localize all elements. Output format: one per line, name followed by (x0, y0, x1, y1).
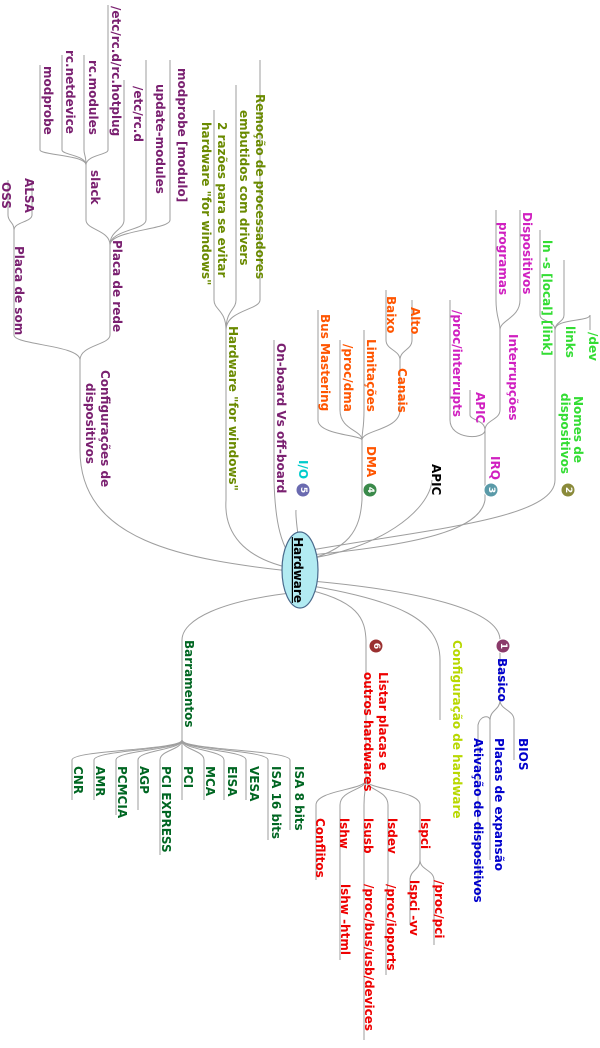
center-node-shape (281, 531, 319, 609)
node-onboard[interactable]: On-board Vs off-board (274, 343, 288, 493)
node-pci-express[interactable]: PCI EXPRESS (159, 766, 173, 853)
badge-circle (495, 638, 511, 654)
node-placa-rede[interactable]: Placa de rede (110, 240, 124, 332)
node-links[interactable]: links (563, 326, 577, 358)
node-ativacao[interactable]: Ativação de dispositivos (471, 738, 485, 903)
priority-badge-4: 4 (362, 482, 378, 498)
badge-circle (295, 482, 311, 498)
node-alto[interactable]: Alto (408, 307, 422, 334)
node-lspci[interactable]: lspci (418, 818, 432, 849)
node-bus-mastering[interactable]: Bus Mastering (318, 314, 332, 411)
node-hw-windows[interactable]: Hardware "for windows" (226, 326, 240, 491)
badges: 1 2 3 4 5 6 (295, 482, 576, 654)
node-isa16[interactable]: ISA 16 bits (269, 766, 283, 839)
node-proc-interrupts[interactable]: /proc/interrupts (450, 310, 464, 417)
center-label: Hardware (291, 537, 305, 603)
node-baixo[interactable]: Baixo (384, 296, 398, 333)
node-config-line1[interactable]: Configurações de (98, 370, 112, 487)
node-dma[interactable]: DMA (364, 446, 378, 478)
badge-circle (368, 638, 384, 654)
node-amr[interactable]: AMR (93, 766, 107, 796)
node-proc-pci[interactable]: /proc/pci (432, 880, 446, 938)
node-basico[interactable]: Basico (495, 658, 509, 702)
badge-number: 3 (486, 487, 496, 493)
node-slack[interactable]: slack (88, 170, 102, 205)
node-canais[interactable]: Canais (395, 368, 409, 413)
node-apic[interactable]: APIC (429, 464, 443, 496)
node-nomes-dispositivos-line1[interactable]: Nomes de (571, 396, 585, 463)
node-apic-irq[interactable]: APIC (473, 392, 487, 424)
node-rc-modules[interactable]: rc.modules (86, 60, 100, 135)
badge-number: 6 (371, 643, 381, 649)
node-lspci-vv[interactable]: lspci -vv (407, 880, 421, 936)
node-isa8[interactable]: ISA 8 bits (292, 766, 306, 831)
node-remocao-line2[interactable]: embutidos com drivers (237, 110, 251, 265)
node-placas-expansao[interactable]: Placas de expansão (492, 738, 506, 871)
node-proc-ioports[interactable]: /proc/ioports (384, 884, 398, 971)
connectors (7, 5, 591, 1040)
node-listar-line2[interactable]: outros hardwares (361, 672, 375, 792)
node-lsdev[interactable]: lsdev (385, 818, 399, 854)
node-config-line2[interactable]: dispositivos (83, 383, 97, 464)
badge-number: 5 (298, 487, 308, 493)
node-dispositivos[interactable]: Dispositivos (520, 212, 534, 294)
node-interrupcoes[interactable]: Interrupções (506, 334, 520, 421)
node-pcmcia[interactable]: PCMCIA (115, 766, 129, 819)
node-cnr[interactable]: CNR (71, 766, 85, 794)
node-lshw-html[interactable]: lshw -html (338, 884, 352, 955)
priority-badge-3: 3 (483, 482, 499, 498)
priority-badge-6: 6 (368, 638, 384, 654)
node-modprobe[interactable]: modprobe (41, 66, 55, 135)
node-dev[interactable]: /dev (586, 332, 600, 361)
node-alsa[interactable]: ALSA (22, 178, 36, 214)
node-agp[interactable]: AGP (137, 766, 151, 794)
node-etc-rc-d[interactable]: /etc/rc.d (131, 86, 145, 142)
node-conflitos[interactable]: Conflitos (313, 818, 327, 878)
badge-circle (560, 482, 576, 498)
node-pci[interactable]: PCI (181, 766, 195, 788)
node-razoes-line2[interactable]: hardware "for windows" (199, 122, 213, 285)
center-node[interactable]: Hardware (281, 531, 319, 609)
node-etc-rc-hotplug[interactable]: /etc/rc.d/rc.hotplug (109, 6, 123, 136)
node-remocao-line1[interactable]: Remoção de processadores (253, 94, 267, 279)
node-proc-bus-usb[interactable]: /proc/bus/usb/devices (362, 884, 376, 1031)
node-ln-s[interactable]: ln -s [local] [link] (540, 240, 554, 356)
badge-circle (362, 482, 378, 498)
badge-number: 1 (498, 643, 508, 649)
node-eisa[interactable]: EISA (225, 766, 239, 797)
node-nomes-dispositivos-line2[interactable]: dispositivos (558, 393, 572, 474)
node-placa-som[interactable]: Placa de som (12, 246, 26, 335)
node-modprobe-modulo[interactable]: modprobe [modulo] (175, 68, 189, 202)
node-barramentos[interactable]: Barramentos (182, 640, 196, 728)
node-bios[interactable]: BIOS (516, 738, 530, 770)
node-lshw[interactable]: lshw (337, 818, 351, 849)
badge-circle (483, 482, 499, 498)
node-limitacoes[interactable]: Limitações (364, 339, 378, 412)
badge-number: 2 (563, 487, 573, 493)
node-razoes-line1[interactable]: 2 razões para se evitar (215, 122, 229, 277)
priority-badge-1: 1 (495, 638, 511, 654)
node-rc-netdevice[interactable]: rc.netdevice (63, 50, 77, 134)
node-io[interactable]: I/O (296, 460, 310, 479)
node-update-modules[interactable]: update-modules (153, 84, 167, 194)
node-config-hardware[interactable]: Configuração de hardware (450, 640, 464, 819)
priority-badge-2: 2 (560, 482, 576, 498)
badge-number: 4 (365, 487, 375, 493)
node-oss[interactable]: OSS (0, 182, 13, 209)
priority-badge-5: 5 (295, 482, 311, 498)
node-irq[interactable]: IRQ (488, 456, 502, 480)
node-vesa[interactable]: VESA (247, 766, 261, 802)
node-listar-line1[interactable]: Listar placas e (376, 672, 390, 770)
node-proc-dma[interactable]: /proc/dma (341, 344, 355, 412)
node-mca[interactable]: MCA (203, 766, 217, 797)
node-programas[interactable]: programas (496, 222, 510, 295)
node-lsusb[interactable]: lsusb (361, 818, 375, 854)
